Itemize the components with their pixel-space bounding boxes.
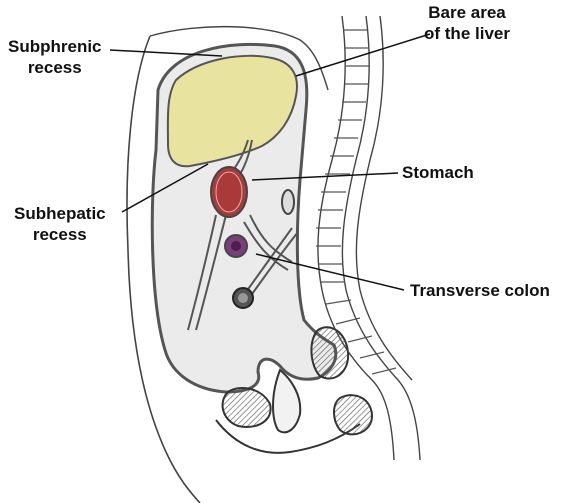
mesentery-fold [245,227,299,295]
label-bare-area: Bare area of the liver [424,2,510,44]
vertebral-column [317,15,421,461]
label-subphrenic-line1: Subphrenic [8,37,102,56]
label-subphrenic-recess: Subphrenic recess [8,36,102,78]
duodenum [281,189,295,215]
transverse-colon-inner [231,241,241,251]
leader-subphrenic [109,49,223,57]
label-transverse-colon: Transverse colon [410,280,550,301]
anterior-abdominal-wall [126,35,201,503]
leader-bare-area [295,33,431,77]
greater-omentum-fold [187,214,227,331]
label-transverse-colon-text: Transverse colon [410,281,550,300]
leader-subhepatic [121,163,209,213]
leader-transverse-colon [255,253,405,291]
leader-lines [109,33,431,291]
small-intestine-inner [238,293,248,303]
label-subhepatic-line1: Subhepatic [14,204,106,223]
label-subphrenic-line2: recess [27,58,82,77]
label-bare-area-line2: of the liver [424,24,510,43]
label-subhepatic-line2: recess [32,225,87,244]
stomach [210,166,248,218]
mesocolon-fold [243,214,293,271]
stomach-inner [215,171,243,213]
vertebral-bodies [316,29,397,375]
pelvic-organ-right [333,394,374,436]
label-bare-area-line1: Bare area [428,3,506,22]
diaphragm-outline [149,25,329,91]
label-stomach: Stomach [402,162,474,183]
leader-stomach [251,172,399,181]
bladder [221,387,272,428]
liver [166,54,298,168]
uterus [272,368,302,434]
rectum [310,326,350,380]
label-subhepatic-recess: Subhepatic recess [14,203,106,245]
label-stomach-text: Stomach [402,163,474,182]
pelvic-floor [215,419,361,454]
